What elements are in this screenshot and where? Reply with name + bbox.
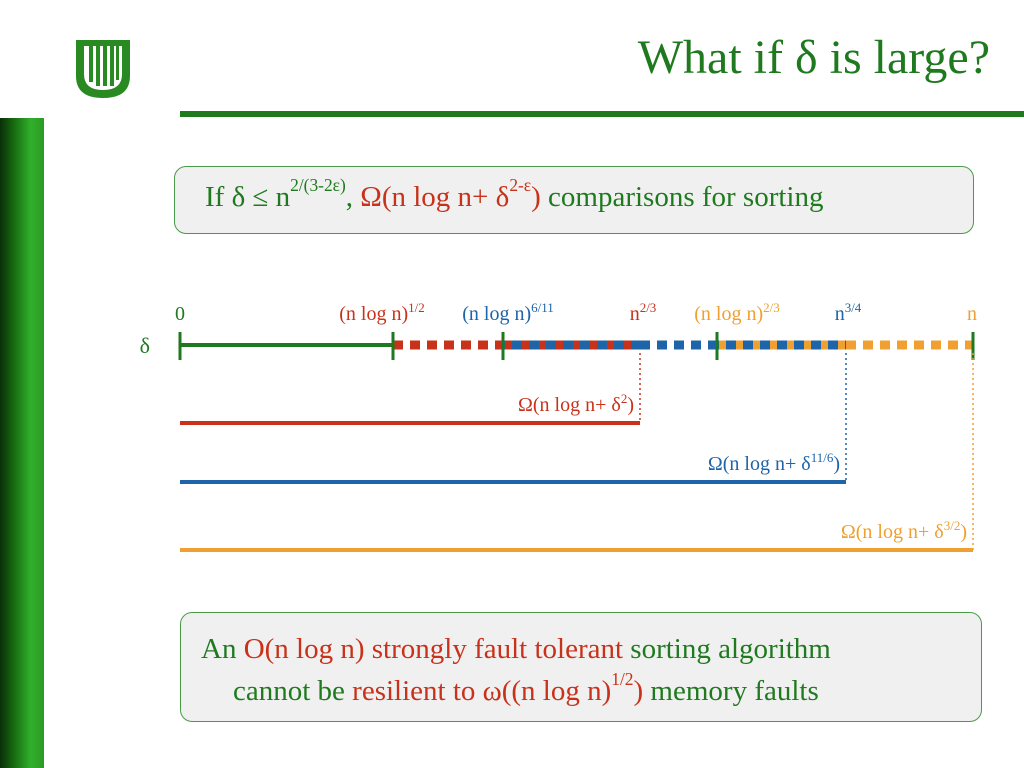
theorem-segment: If δ ≤ n2/(3-2ε)	[205, 175, 346, 213]
bound-label: Ω(n log n+ δ2)	[518, 391, 634, 416]
slide-title: What if δ is large?	[637, 31, 990, 84]
bound-label: Ω(n log n+ δ11/6)	[708, 450, 840, 475]
axis-tick-label-exponent: 2/3	[763, 300, 780, 315]
bound-label: Ω(n log n+ δ3/2)	[841, 518, 967, 543]
axis-tick-label: n	[967, 303, 977, 325]
theorem-segment: ,	[345, 181, 361, 213]
theorem-exponent: 2/(3-2ε)	[290, 175, 346, 196]
conclusion-segment: O(n log n) strongly fault tolerant	[243, 633, 624, 665]
axis-tick-label: (n log n)1/2	[339, 300, 425, 325]
title-underline	[180, 111, 1024, 117]
bound-label-exponent: 11/6	[811, 450, 834, 465]
theorem-box: If δ ≤ n2/(3-2ε), Ω(n log n+ δ2-ε) compa…	[174, 166, 974, 234]
axis-tick-label: 0	[175, 303, 185, 325]
theorem-segment: )	[531, 181, 541, 213]
conclusion-segment: memory faults	[643, 675, 819, 707]
conclusion-segment: resilient to ω((n log n)1/2	[352, 669, 634, 707]
theorem-exponent: 2-ε	[509, 175, 532, 196]
axis-tick-label-exponent: 6/11	[531, 300, 554, 315]
bound-label-close: )	[833, 453, 840, 475]
axis-tick-label-exponent: 2/3	[640, 300, 657, 315]
theorem-text: If δ ≤ n2/(3-2ε), Ω(n log n+ δ2-ε) compa…	[205, 175, 824, 214]
conclusion-line-2: cannot be resilient to ω((n log n)1/2) m…	[233, 669, 819, 708]
bound-label-exponent: 2	[621, 391, 628, 406]
bound-label-exponent: 3/2	[944, 518, 961, 533]
conclusion-segment: sorting algorithm	[623, 633, 831, 665]
conclusion-exponent: 1/2	[611, 669, 634, 690]
sidebar-top	[0, 0, 44, 118]
bound-label-close: )	[960, 521, 967, 543]
conclusion-box: An O(n log n) strongly fault tolerant so…	[180, 612, 982, 722]
theorem-segment: comparisons for sorting	[540, 181, 824, 213]
axis-tick-label: n2/3	[630, 300, 657, 325]
conclusion-segment: )	[633, 675, 644, 707]
theorem-segment: Ω(n log n+ δ2-ε	[360, 175, 532, 213]
conclusion-segment: cannot be	[233, 675, 353, 707]
university-logo-icon	[76, 40, 130, 98]
axis-tick-label: n3/4	[835, 300, 862, 325]
axis-tick-label-exponent: 1/2	[408, 300, 425, 315]
axis-variable: δ	[140, 333, 150, 358]
conclusion-segment: An	[201, 633, 244, 665]
bound-label-close: )	[627, 394, 634, 416]
axis-tick-label-exponent: 3/4	[845, 300, 862, 315]
conclusion-line-1: An O(n log n) strongly fault tolerant so…	[201, 633, 831, 666]
sidebar-gradient-bar	[0, 118, 44, 768]
axis-tick-label: (n log n)6/11	[462, 300, 554, 325]
axis-tick-label: (n log n)2/3	[694, 300, 780, 325]
